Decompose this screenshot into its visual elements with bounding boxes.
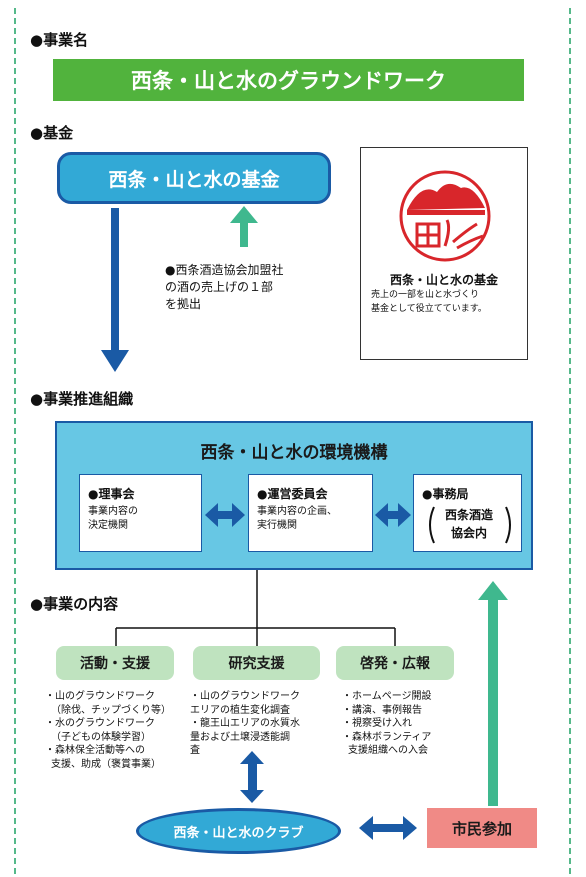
list-item: ・森林保全活動等への: [45, 745, 145, 756]
list-item: ・山のグラウンドワーク: [190, 691, 300, 702]
fund-logo-emblem: [399, 170, 491, 262]
page-frame: [14, 8, 571, 874]
fund-to-organization-arrow-icon: [101, 208, 129, 372]
fund-note-line: の酒の売上げの１部: [165, 280, 274, 294]
logo-description: 売上の一部を山と水づくり 基金として役立てています。: [371, 288, 521, 316]
section-label-project-name: ●事業名: [30, 31, 89, 49]
committee-desc-line: 事業内容の企画、: [257, 506, 337, 517]
office-title: ●事務局: [422, 487, 469, 501]
board-committee-double-arrow-icon: [205, 503, 245, 527]
org-to-activities-connector: [115, 570, 396, 646]
committee-office-double-arrow-icon: [375, 503, 411, 527]
list-item: ・講演、事例報告: [342, 704, 422, 716]
section-label-fund: ●基金: [30, 124, 74, 142]
list-item: ・森林ボランティア: [342, 731, 432, 743]
committee-description: 事業内容の企画、 実行機関: [257, 505, 337, 533]
club-citizen-double-arrow-icon: [359, 816, 417, 840]
committee-box: ●運営委員会 事業内容の企画、 実行機関: [248, 474, 373, 552]
list-item: ・山のグラウンドワーク: [45, 691, 155, 702]
board-title: ●理事会: [88, 487, 135, 501]
section-label-organization: ●事業推進組織: [30, 390, 134, 408]
list-item: エリアの植生変化調査: [190, 704, 290, 716]
office-desc-line: 西条酒造: [444, 508, 493, 522]
list-item: （除伐、チップづくり等）: [51, 704, 171, 716]
awareness-pr-list: ・ホームページ開設 ・講演、事例報告 ・視察受け入れ ・森林ボランティア 支援組…: [342, 690, 492, 758]
list-item: ・龍王山エリアの水質水: [190, 718, 300, 729]
activity-support-list: ・山のグラウンドワーク （除伐、チップづくり等） ・水のグラウンドワーク （子ど…: [45, 690, 195, 771]
citizen-to-office-up-arrow-icon: [478, 581, 508, 806]
awareness-pr-pill: 啓発・広報: [336, 646, 454, 680]
office-desc-line: 協会内: [450, 526, 487, 540]
board-box: ●理事会 事業内容の 決定機関: [79, 474, 202, 552]
research-support-pill: 研究支援: [193, 646, 320, 680]
office-box: ●事務局 西条酒造 協会内: [413, 474, 522, 552]
list-item: ・ホームページ開設: [342, 691, 432, 702]
club-ellipse: 西条・山と水のクラブ: [136, 808, 341, 854]
project-title-bar: 西条・山と水のグラウンドワーク: [53, 59, 524, 101]
list-item: 量および土壌浸透能調: [190, 731, 290, 743]
section-label-contents: ●事業の内容: [30, 595, 119, 613]
list-item: ・視察受け入れ: [342, 718, 412, 729]
research-support-list: ・山のグラウンドワーク エリアの植生変化調査 ・龍王山エリアの水質水 量および土…: [190, 690, 335, 758]
fund-note-line: を拠出: [165, 297, 202, 311]
office-description: 西条酒造 協会内: [434, 506, 504, 542]
activity-support-pill: 活動・支援: [56, 646, 174, 680]
list-item: （子どもの体験学習）: [51, 731, 151, 743]
board-desc-line: 事業内容の: [88, 506, 138, 517]
contribution-up-arrow-icon: [230, 206, 258, 247]
office-parentheses-icon: [429, 506, 511, 544]
committee-desc-line: 実行機関: [257, 520, 297, 531]
board-description: 事業内容の 決定機関: [88, 505, 138, 533]
research-club-double-arrow-icon: [240, 751, 264, 803]
logo-desc-line: 売上の一部を山と水づくり: [371, 290, 480, 300]
list-item: 支援組織への入会: [348, 745, 428, 756]
committee-title: ●運営委員会: [257, 487, 328, 501]
citizen-participation-box: 市民参加: [427, 808, 537, 848]
fund-box: 西条・山と水の基金: [57, 152, 331, 204]
list-item: ・水のグラウンドワーク: [45, 718, 155, 729]
logo-desc-line: 基金として役立てています。: [371, 304, 487, 314]
organization-title: 西条・山と水の環境機構: [200, 443, 388, 463]
board-desc-line: 決定機関: [88, 520, 128, 531]
fund-note-line: ●西条酒造協会加盟社: [165, 263, 284, 277]
list-item: 支援、助成（褒賞事業）: [51, 758, 161, 770]
logo-title: 西条・山と水の基金: [389, 273, 498, 287]
fund-logo-card: 西条・山と水の基金 売上の一部を山と水づくり 基金として役立てています。: [360, 147, 528, 360]
list-item: 査: [190, 745, 200, 756]
fund-note: ●西条酒造協会加盟社 の酒の売上げの１部 を拠出: [165, 262, 385, 313]
